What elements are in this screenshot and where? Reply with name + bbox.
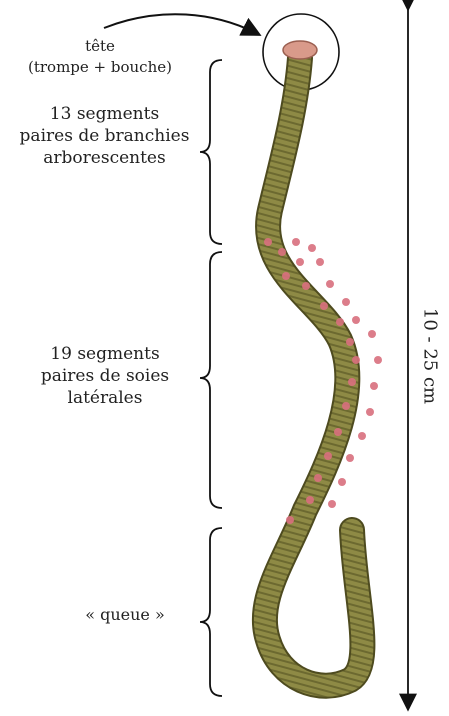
segment-group-1-line2: paires de branchies	[2, 125, 207, 147]
segment-group-1-line1: 13 segments	[2, 103, 207, 125]
worm-head	[283, 41, 317, 59]
pointer-arrow	[104, 14, 258, 34]
segment-group-1-line3: arborescentes	[2, 147, 207, 169]
segment-group-2-label: 19 segments paires de soies latérales	[10, 343, 200, 409]
segment-group-2-line2: paires de soies	[10, 365, 200, 387]
worm-body	[265, 58, 363, 686]
length-label: 10 - 25 cm	[410, 286, 449, 426]
head-label: tête (trompe + bouche)	[0, 36, 200, 78]
tail-label: « queue »	[70, 604, 180, 626]
segment-group-1-label: 13 segments paires de branchies arboresc…	[2, 103, 207, 169]
head-label-line1: tête	[0, 36, 200, 57]
segment-group-2-line3: latérales	[10, 387, 200, 409]
head-label-line2: (trompe + bouche)	[0, 57, 200, 78]
brace-tail	[200, 528, 222, 696]
segment-group-2-line1: 19 segments	[10, 343, 200, 365]
brace-segments-19	[200, 252, 222, 508]
length-value: 10 - 25 cm	[420, 308, 441, 404]
